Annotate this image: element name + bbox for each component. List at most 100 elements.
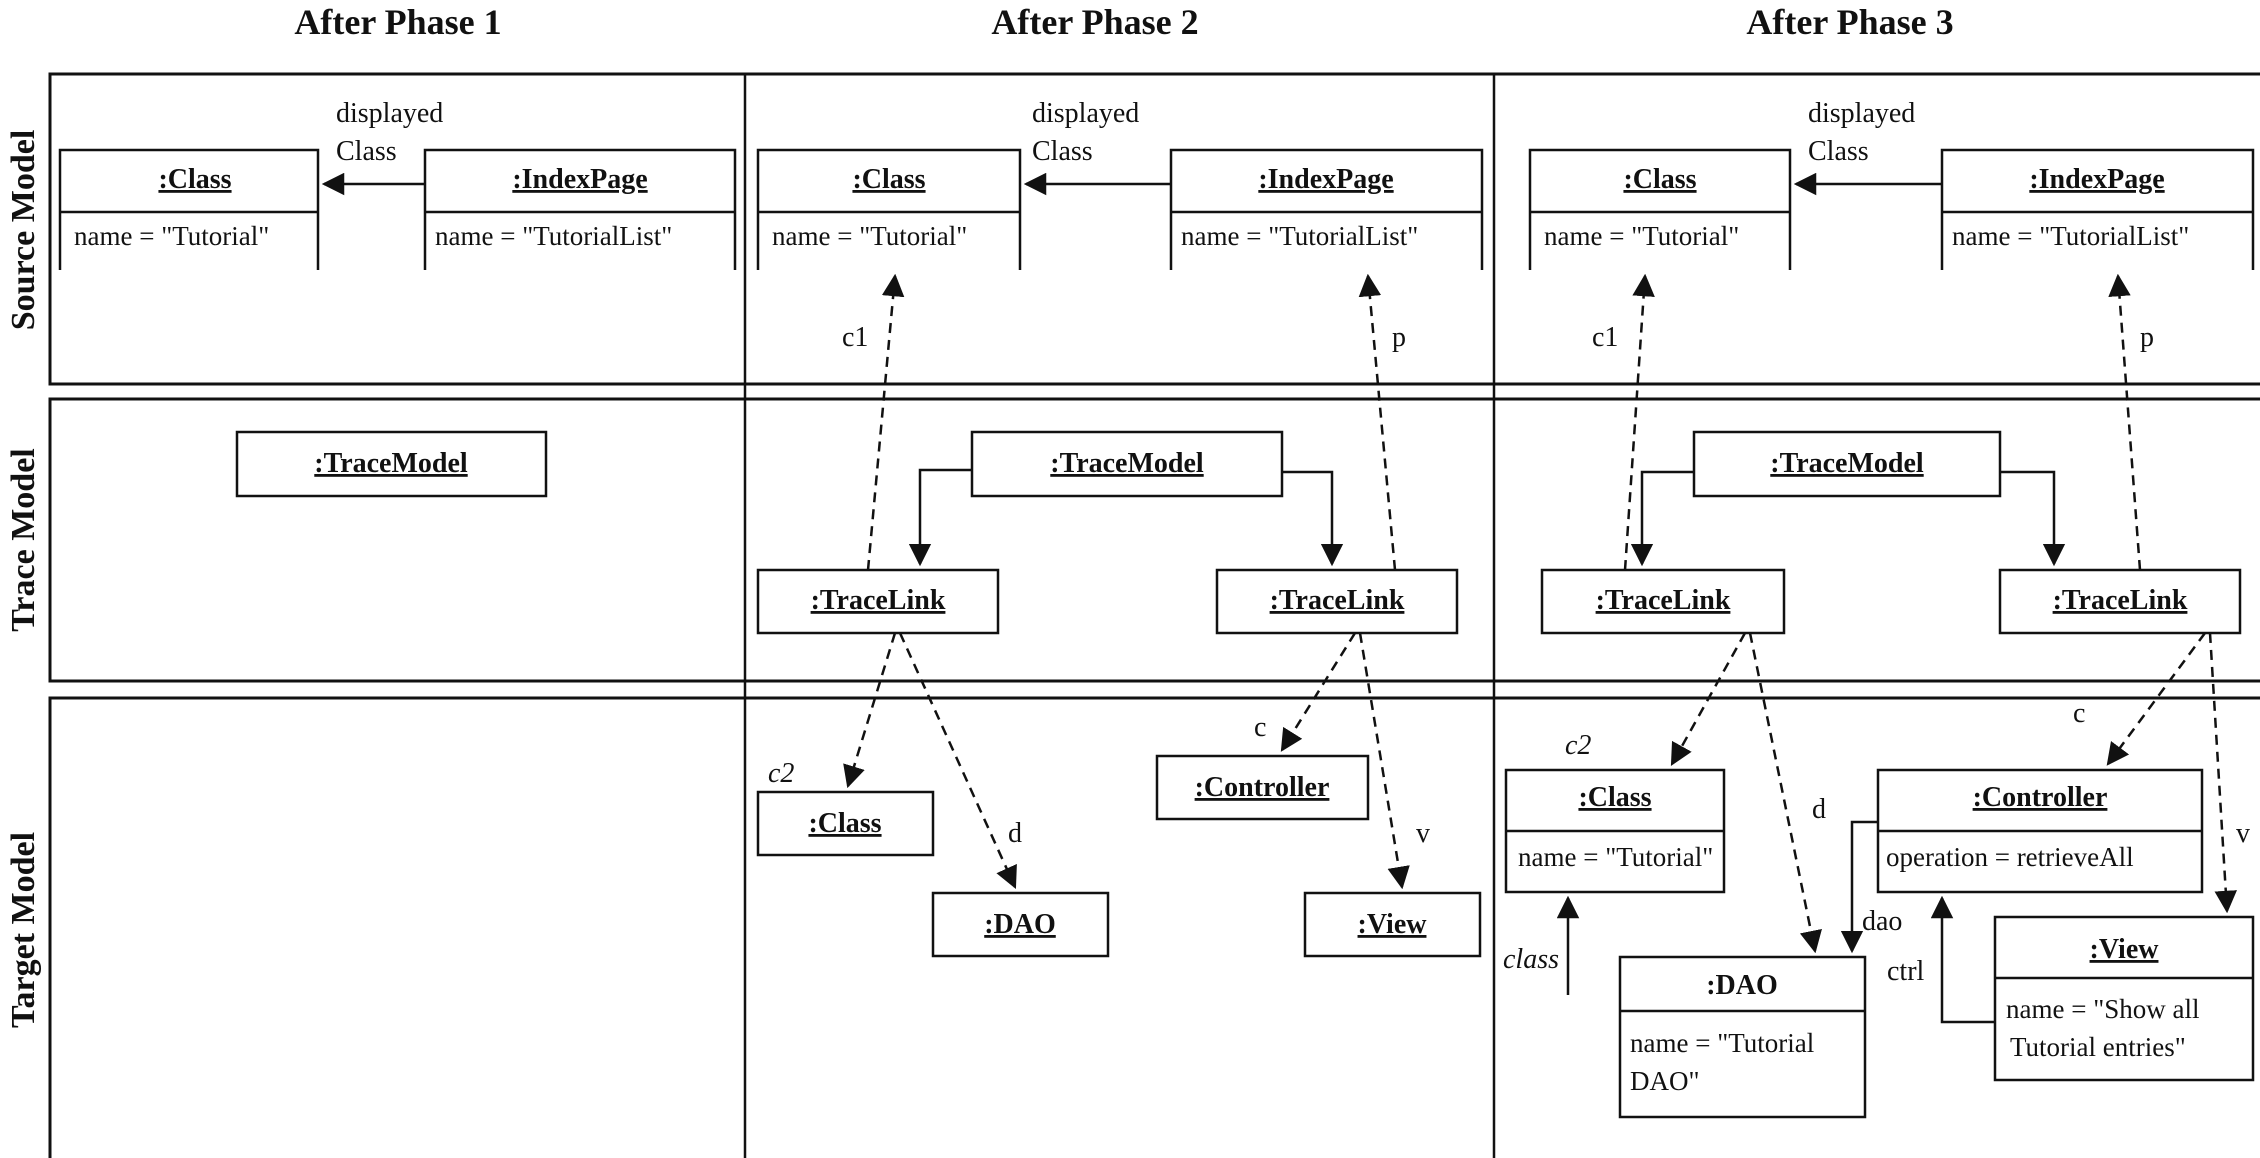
class-title: :Class <box>158 164 231 195</box>
trace-row-frame <box>48 397 2260 683</box>
source-row-frame <box>48 72 2260 386</box>
edge-label-class: Class <box>336 136 397 167</box>
d-edge <box>898 632 1017 890</box>
edge-label-d: d <box>1008 818 1022 849</box>
phase3-tracemodel <box>1692 430 2002 498</box>
p-edge <box>2108 273 2142 571</box>
edge-label-displayed: displayed <box>1032 98 1139 129</box>
tracelink-title: :TraceLink <box>2053 585 2188 616</box>
class-attr: name = "Tutorial" <box>74 221 269 251</box>
controller-title: :Controller <box>1195 772 1330 803</box>
tracemodel-to-link-edge <box>1282 470 1344 567</box>
edge-label-class: Class <box>1808 136 1869 167</box>
ctrl-reference-edge <box>1930 895 1995 1024</box>
class-attr: name = "Tutorial" <box>1544 221 1739 251</box>
edge-label-c2: c2 <box>1565 730 1591 761</box>
row-label-target: Target Model <box>5 832 42 1028</box>
tracemodel-to-link-edge <box>908 468 972 567</box>
tracemodel-title: :TraceModel <box>1770 448 1924 479</box>
phase3-target-class: :Class name = "Tutorial" <box>1504 768 1726 894</box>
tracelink-title: :TraceLink <box>1596 585 1731 616</box>
dao-title: :DAO <box>984 909 1056 940</box>
indexpage-title: :IndexPage <box>1258 164 1393 195</box>
edge-label-c1: c1 <box>1592 322 1618 353</box>
indexpage-attr: name = "TutorialList" <box>1952 221 2189 251</box>
phase2-source-class: :Class name = "Tutorial" <box>756 148 1022 270</box>
tracelink-title: :TraceLink <box>1270 585 1405 616</box>
edge-label-p: p <box>2140 322 2154 353</box>
edge-label-class: Class <box>1032 136 1093 167</box>
indexpage-title: :IndexPage <box>2029 164 2164 195</box>
tracemodel-title: :TraceModel <box>1050 448 1204 479</box>
c1-edge <box>1623 273 1655 571</box>
tracemodel-title: :TraceModel <box>314 448 468 479</box>
header-phase-1: After Phase 1 <box>294 2 501 42</box>
class-title: :Class <box>1623 164 1696 195</box>
controller-attr: operation = retrieveAll <box>1886 842 2134 872</box>
tracemodel-to-link-edge <box>2000 470 2066 567</box>
view-title: :View <box>1358 909 1428 940</box>
phase3-target-dao: :DAO name = "Tutorial DAO" <box>1618 955 1867 1119</box>
v-edge <box>2208 632 2237 914</box>
edge-label-c: c <box>1254 712 1266 743</box>
edge-label-dao: dao <box>1862 906 1902 937</box>
phase3-source-class: :Class name = "Tutorial" <box>1528 148 1792 270</box>
edge-label-p: p <box>1392 322 1406 353</box>
edge-label-c1: c1 <box>842 322 868 353</box>
edge-label-v: v <box>2236 818 2250 849</box>
edge-label-v: v <box>1416 818 1430 849</box>
header-phase-3: After Phase 3 <box>1746 2 1953 42</box>
indexpage-attr: name = "TutorialList" <box>1181 221 1418 251</box>
edge-label-class-ref: class <box>1503 944 1559 975</box>
class-title: :Class <box>1578 782 1651 813</box>
phase2-target-controller <box>1155 754 1370 821</box>
class-attr: name = "Tutorial" <box>772 221 967 251</box>
c2-edge <box>1670 632 1747 766</box>
class-attr: name = "Tutorial" <box>1518 842 1713 872</box>
row-label-trace: Trace Model <box>5 448 42 631</box>
phase2-source-indexpage: :IndexPage name = "TutorialList" <box>1169 148 1484 270</box>
view-attr-line-1: name = "Show all <box>2006 994 2199 1024</box>
header-phase-2: After Phase 2 <box>991 2 1198 42</box>
class-title: :Class <box>808 808 881 839</box>
v-edge <box>1358 632 1410 890</box>
edge-label-c2: c2 <box>768 758 794 789</box>
phase3-tracelink-left <box>1540 568 1786 635</box>
phase1-tracemodel <box>235 430 548 498</box>
edge-label-displayed: displayed <box>1808 98 1915 129</box>
c1-edge <box>866 273 905 571</box>
tracemodel-to-link-edge <box>1630 470 1694 567</box>
dao-reference-edge <box>1840 820 1878 954</box>
indexpage-attr: name = "TutorialList" <box>435 221 672 251</box>
edge-label-ctrl: ctrl <box>1887 956 1925 987</box>
dao-attr-line-2: DAO" <box>1630 1066 1700 1096</box>
phase1-source-indexpage: :IndexPage name = "TutorialList" <box>423 148 737 270</box>
c-edge <box>1280 632 1357 752</box>
controller-title: :Controller <box>1973 782 2108 813</box>
view-attr-line-2: Tutorial entries" <box>2010 1032 2186 1062</box>
phase1-source-class: :Class name = "Tutorial" <box>58 148 320 270</box>
c2-edge <box>843 632 897 789</box>
class-title: :Class <box>852 164 925 195</box>
p-edge <box>1358 273 1397 571</box>
edge-label-displayed: displayed <box>336 98 443 129</box>
d-edge <box>1748 632 1822 954</box>
phase2-target-dao <box>931 891 1110 958</box>
phase2-tracelink-right <box>1215 568 1459 635</box>
dao-title: :DAO <box>1706 970 1778 1001</box>
row-label-source: Source Model <box>5 130 42 331</box>
phase3-tracelink-right <box>1998 568 2242 635</box>
view-title: :View <box>2090 934 2160 965</box>
phase3-target-controller: :Controller operation = retrieveAll <box>1876 768 2204 894</box>
phase2-tracemodel <box>970 430 1284 498</box>
phase2-target-view <box>1303 891 1482 958</box>
phase3-source-indexpage: :IndexPage name = "TutorialList" <box>1940 148 2255 270</box>
indexpage-title: :IndexPage <box>512 164 647 195</box>
tracelink-title: :TraceLink <box>811 585 946 616</box>
phase2-tracelink-left <box>756 568 1000 635</box>
phase2-target-class <box>756 790 935 857</box>
phase3-target-view: :View name = "Show all Tutorial entries" <box>1993 915 2255 1082</box>
dao-attr-line-1: name = "Tutorial <box>1630 1028 1814 1058</box>
edge-label-d: d <box>1812 794 1826 825</box>
